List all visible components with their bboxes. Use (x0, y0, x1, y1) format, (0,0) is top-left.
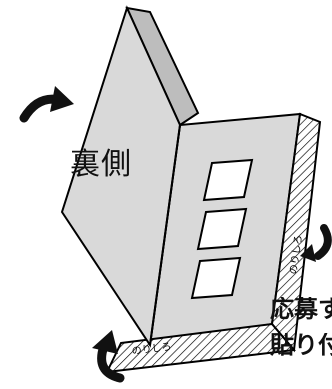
photo-window-1 (202, 158, 254, 202)
fold-arrow-icon (92, 330, 125, 383)
back-panel-label: 裏側 (70, 147, 132, 182)
photo-window-2 (196, 207, 248, 251)
photo-window-3 (190, 256, 242, 300)
fold-arrow-icon (300, 224, 332, 262)
caption-line-1: 応募す (270, 297, 332, 321)
glue-margin-bottom-label: のりしろ (131, 341, 172, 358)
glue-margin-bottom (105, 322, 296, 374)
caption-line-2: 貼り付 (270, 333, 332, 357)
fold-line (149, 124, 181, 346)
glue-margin-side-label: のりしろ (287, 234, 304, 275)
fold-arrow-icon (19, 86, 74, 123)
